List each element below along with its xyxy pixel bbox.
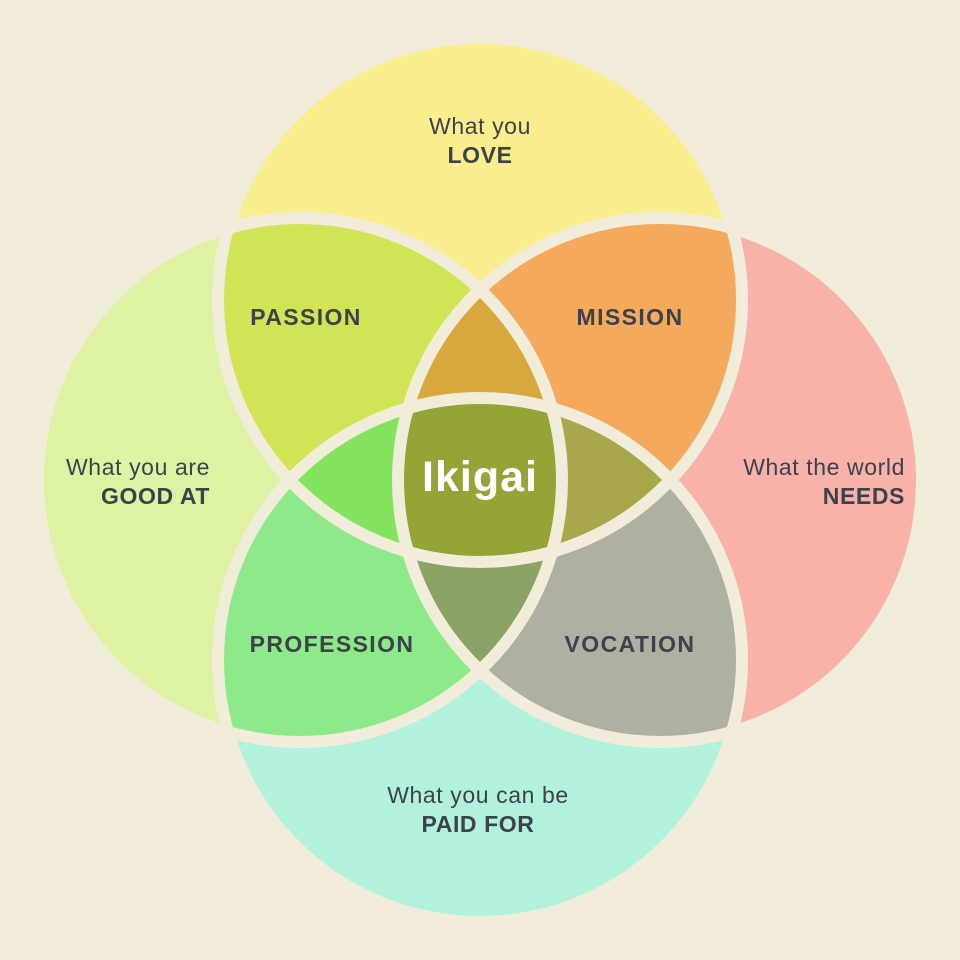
good-at-label-line2: GOOD AT bbox=[101, 483, 210, 509]
love-label-line1: What you bbox=[429, 113, 531, 139]
ikigai-center-label: Ikigai bbox=[422, 453, 538, 501]
needs-label-line2: NEEDS bbox=[822, 483, 905, 509]
paid-for-label-line1: What you can be bbox=[387, 782, 569, 808]
good-at-label: What you are GOOD AT bbox=[30, 453, 210, 511]
paid-for-label-line2: PAID FOR bbox=[421, 811, 535, 837]
needs-circle-outline bbox=[392, 212, 928, 748]
passion-label: PASSION bbox=[250, 304, 362, 330]
love-circle-outline bbox=[212, 32, 748, 568]
profession-label: PROFESSION bbox=[249, 631, 415, 657]
love-label-line2: LOVE bbox=[447, 142, 513, 168]
paid-for-label: What you can be PAID FOR bbox=[303, 781, 653, 839]
love-label: What you LOVE bbox=[305, 112, 655, 170]
paid-for-circle-outline bbox=[212, 392, 748, 928]
good-at-circle-outline bbox=[32, 212, 568, 748]
needs-label: What the world NEEDS bbox=[725, 453, 905, 511]
mission-label: MISSION bbox=[576, 304, 684, 330]
vocation-label: VOCATION bbox=[564, 631, 696, 657]
needs-label-line1: What the world bbox=[743, 454, 905, 480]
goodat-needs-paidfor-region bbox=[398, 398, 562, 742]
good-at-label-line1: What you are bbox=[66, 454, 210, 480]
